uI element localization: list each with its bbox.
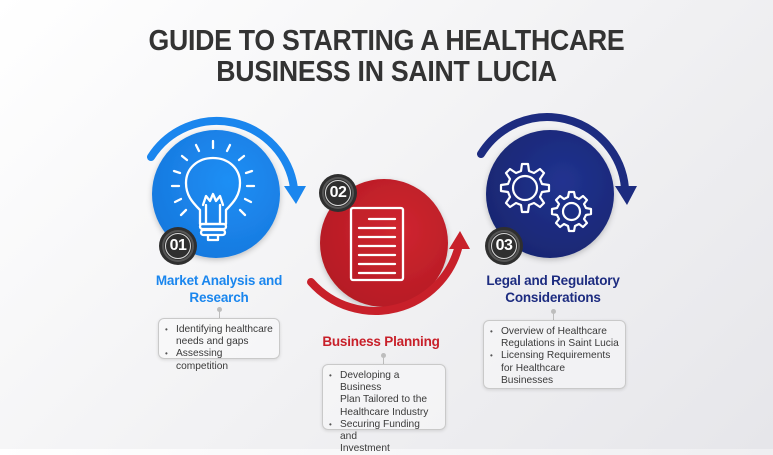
step-2-title: Business Planning <box>322 334 440 349</box>
step-3-connector <box>551 309 556 320</box>
title-line-2: BUSINESS IN SAINT LUCIA <box>216 56 557 88</box>
step-3-title: Legal and Regulatory Considerations <box>486 273 620 305</box>
step-2-connector <box>381 353 386 364</box>
step-3-graphic <box>477 113 637 258</box>
step-1-arrow-arc <box>147 116 298 192</box>
step-3-number-badge: 03 <box>488 230 520 262</box>
step-1-connector <box>217 307 222 318</box>
gears-icon <box>499 162 593 233</box>
page-title: GUIDE TO STARTING A HEALTHCARE BUSINESS … <box>31 26 742 88</box>
step-1-number-badge: 01 <box>162 230 194 262</box>
title-line-1: GUIDE TO STARTING A HEALTHCARE <box>148 25 625 57</box>
step-3-arrow-arc <box>477 113 629 192</box>
document-icon <box>349 206 405 282</box>
step-1-arrowhead-icon <box>284 186 306 204</box>
step-2-graphic <box>307 179 470 315</box>
step-2-number-badge: 02 <box>322 177 354 209</box>
step-2-arrowhead-icon <box>449 231 470 249</box>
step-1-graphic <box>147 116 306 258</box>
step-1-bullet-2: Assessing competition <box>165 348 273 372</box>
step-1-title: Market Analysis and Research <box>155 273 283 305</box>
lightbulb-icon <box>170 139 256 242</box>
step-3-arrowhead-icon <box>615 186 637 205</box>
step-1-circle <box>152 130 280 258</box>
step-2-arrow-arc <box>307 241 463 315</box>
